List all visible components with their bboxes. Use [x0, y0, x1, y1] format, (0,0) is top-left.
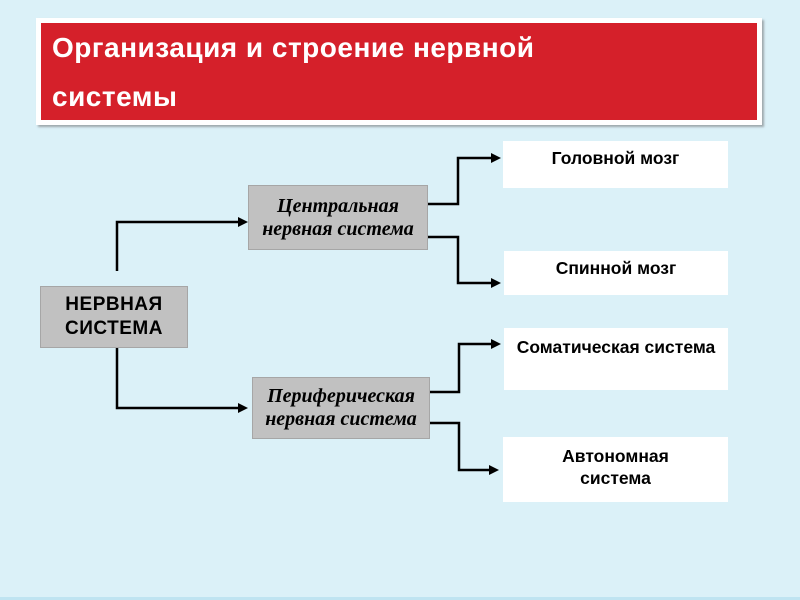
node-nervous-system: НЕРВНАЯ СИСТЕМА: [40, 286, 188, 348]
page-title-line2: системы: [52, 81, 178, 112]
connector-peripheral-to-somatic: [430, 342, 492, 394]
node-autonomic-system-label: Автономная система: [562, 446, 669, 488]
node-somatic-system: Соматическая система: [504, 328, 728, 390]
page-title-line1: Организация и строение нервной: [52, 32, 535, 63]
connector-central-to-brain: [428, 156, 492, 206]
node-autonomic-system: Автономная система: [503, 437, 728, 502]
arrowhead-central: [238, 217, 248, 227]
arrowhead-spinal: [491, 278, 501, 288]
title-frame: Организация и строение нервной системы: [36, 18, 762, 125]
connector-central-to-spinal: [428, 235, 492, 285]
connector-root-to-peripheral: [115, 348, 239, 410]
arrowhead-brain: [491, 153, 501, 163]
arrowhead-somatic: [491, 339, 501, 349]
slide-bottom-edge: [0, 597, 800, 600]
connector-peripheral-to-autonomic: [430, 421, 490, 472]
arrowhead-autonomic: [489, 465, 499, 475]
node-central-nervous-system: Центральная нервная система: [248, 185, 428, 250]
connector-root-to-central: [115, 220, 239, 271]
arrowhead-peripheral: [238, 403, 248, 413]
page-title: Организация и строение нервной системы: [41, 23, 757, 120]
node-peripheral-nervous-system: Периферическая нервная система: [252, 377, 430, 439]
node-brain: Головной мозг: [503, 141, 728, 188]
node-spinal-cord: Спинной мозг: [504, 251, 728, 295]
